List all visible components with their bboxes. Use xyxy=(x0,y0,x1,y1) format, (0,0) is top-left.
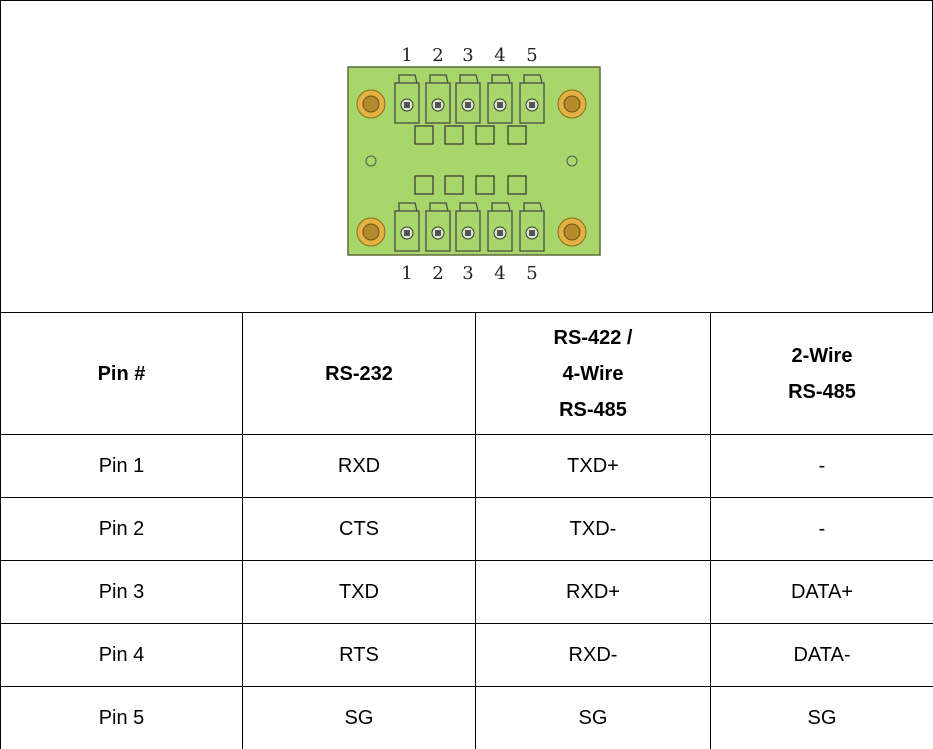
bottom-terminal-2-screw-slot xyxy=(435,230,441,236)
cell-2wire: - xyxy=(711,435,933,498)
top-terminal-1-screw-slot xyxy=(404,102,410,108)
cell-2wire: - xyxy=(711,498,933,561)
cell-rs232: RTS xyxy=(243,624,476,687)
component-bottom xyxy=(415,176,433,194)
top-pin-number: 5 xyxy=(526,45,537,66)
table-header-row: Pin # RS-232 RS-422 / 4-Wire RS-485 2-Wi… xyxy=(1,313,933,435)
cell-pin: Pin 1 xyxy=(1,435,243,498)
top-pin-number: 2 xyxy=(432,45,443,66)
cell-2wire: DATA- xyxy=(711,624,933,687)
mounting-hole xyxy=(564,224,580,240)
table-row: Pin 1 RXD TXD+ - xyxy=(1,435,933,498)
top-pin-number: 1 xyxy=(401,45,412,66)
cell-rs422: TXD+ xyxy=(476,435,711,498)
cell-rs232: RXD xyxy=(243,435,476,498)
top-pin-number: 4 xyxy=(494,45,505,66)
component-bottom xyxy=(445,176,463,194)
cell-rs422: RXD- xyxy=(476,624,711,687)
component-top xyxy=(445,126,463,144)
component-top xyxy=(508,126,526,144)
cell-rs422: RXD+ xyxy=(476,561,711,624)
bottom-terminal-4-screw-slot xyxy=(497,230,503,236)
bottom-terminal-1-screw-slot xyxy=(404,230,410,236)
header-rs232: RS-232 xyxy=(243,313,476,435)
side-hole xyxy=(567,156,577,166)
component-bottom xyxy=(508,176,526,194)
cell-pin: Pin 2 xyxy=(1,498,243,561)
cell-rs232: TXD xyxy=(243,561,476,624)
cell-rs422: TXD- xyxy=(476,498,711,561)
mounting-hole xyxy=(363,224,379,240)
bottom-pin-number: 5 xyxy=(526,263,537,284)
cell-2wire: SG xyxy=(711,687,933,749)
cell-2wire: DATA+ xyxy=(711,561,933,624)
mounting-hole xyxy=(363,96,379,112)
cell-pin: Pin 4 xyxy=(1,624,243,687)
header-rs422-4wire: RS-422 / 4-Wire RS-485 xyxy=(476,313,711,435)
cell-pin: Pin 3 xyxy=(1,561,243,624)
bottom-pin-number: 2 xyxy=(432,263,443,284)
bottom-pin-number: 1 xyxy=(401,263,412,284)
cell-rs232: CTS xyxy=(243,498,476,561)
component-bottom xyxy=(476,176,494,194)
bottom-terminal-5-screw-slot xyxy=(529,230,535,236)
table-row: Pin 2 CTS TXD- - xyxy=(1,498,933,561)
component-top xyxy=(415,126,433,144)
top-pin-number: 3 xyxy=(462,45,473,66)
top-terminal-2-screw-slot xyxy=(435,102,441,108)
mounting-hole xyxy=(564,96,580,112)
bottom-pin-number: 4 xyxy=(494,263,505,284)
table-row: Pin 5 SG SG SG xyxy=(1,687,933,749)
header-pin: Pin # xyxy=(1,313,243,435)
side-hole xyxy=(366,156,376,166)
cell-pin: Pin 5 xyxy=(1,687,243,749)
top-terminal-5-screw-slot xyxy=(529,102,535,108)
cell-rs232: SG xyxy=(243,687,476,749)
pinout-table: Pin # RS-232 RS-422 / 4-Wire RS-485 2-Wi… xyxy=(0,312,933,749)
bottom-terminal-3-screw-slot xyxy=(465,230,471,236)
component-top xyxy=(476,126,494,144)
cell-rs422: SG xyxy=(476,687,711,749)
header-2wire-rs485: 2-Wire RS-485 xyxy=(711,313,933,435)
table-row: Pin 3 TXD RXD+ DATA+ xyxy=(1,561,933,624)
bottom-pin-number: 3 xyxy=(462,263,473,284)
top-terminal-4-screw-slot xyxy=(497,102,503,108)
top-terminal-3-screw-slot xyxy=(465,102,471,108)
table-row: Pin 4 RTS RXD- DATA- xyxy=(1,624,933,687)
